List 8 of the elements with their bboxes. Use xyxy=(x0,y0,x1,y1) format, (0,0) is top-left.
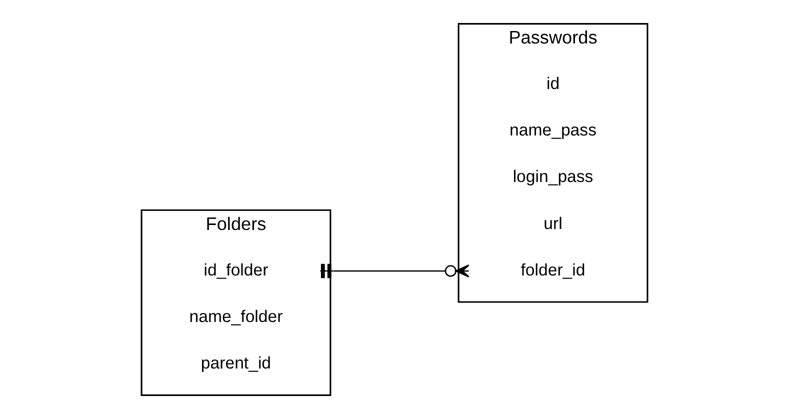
node-text: id xyxy=(546,74,560,94)
node-text: name_folder xyxy=(188,306,282,326)
node-text: parent_id xyxy=(200,354,271,373)
node-text: url xyxy=(543,214,562,233)
node-text: name_pass xyxy=(509,120,596,140)
node-text: login_pass xyxy=(512,167,593,186)
node-text: id_folder xyxy=(203,260,268,280)
node-text: folder_id xyxy=(520,260,585,280)
